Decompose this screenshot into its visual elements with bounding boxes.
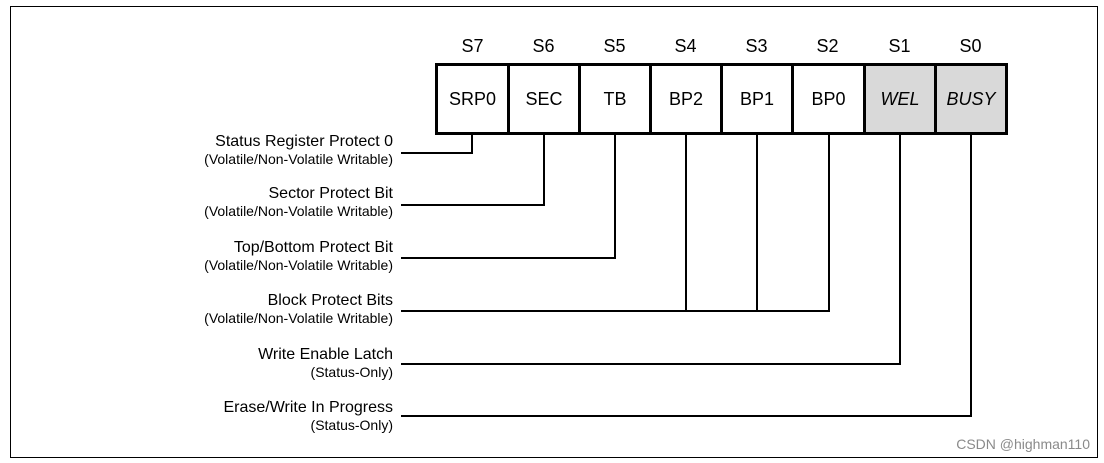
bit-cell-wel: WEL	[865, 64, 935, 134]
connector-tb	[401, 135, 616, 259]
label-erase-write-in-progress: Erase/Write In Progress (Status-Only)	[223, 398, 393, 434]
watermark: CSDN @highman110	[956, 436, 1090, 452]
connector-sec	[401, 135, 545, 206]
label-sub: (Volatile/Non-Volatile Writable)	[204, 203, 393, 219]
label-sub: (Status-Only)	[310, 417, 393, 433]
cell-divider	[507, 63, 510, 135]
label-top-bottom-protect: Top/Bottom Protect Bit (Volatile/Non-Vol…	[204, 238, 393, 274]
label-write-enable-latch: Write Enable Latch (Status-Only)	[258, 345, 393, 381]
label-main: Write Enable Latch	[258, 346, 393, 363]
bit-cell-bp2: BP2	[668, 88, 704, 109]
cell-divider	[934, 63, 937, 135]
label-sector-protect: Sector Protect Bit (Volatile/Non-Volatil…	[204, 184, 393, 220]
cell-divider	[863, 63, 866, 135]
cell-divider	[791, 63, 794, 135]
bit-cell-busy: BUSY	[936, 64, 1006, 134]
label-sub: (Volatile/Non-Volatile Writable)	[204, 151, 393, 167]
label-main: Block Protect Bits	[267, 292, 393, 309]
bit-cell-srp0: SRP0	[448, 88, 497, 109]
bit-cell-tb: TB	[603, 88, 627, 109]
bit-cell-bp0: BP0	[811, 88, 846, 109]
connector-busy	[401, 135, 972, 417]
label-main: Erase/Write In Progress	[223, 399, 393, 416]
bit-header-s6: S6	[532, 36, 555, 56]
cell-divider	[649, 63, 652, 135]
connector-srp0	[401, 135, 473, 154]
label-main: Sector Protect Bit	[268, 185, 394, 202]
label-main: Status Register Protect 0	[215, 133, 393, 150]
label-sub: (Volatile/Non-Volatile Writable)	[204, 257, 393, 273]
connector-wel	[401, 135, 901, 365]
bit-header-s0: S0	[959, 36, 982, 56]
label-main: Top/Bottom Protect Bit	[233, 239, 393, 256]
bit-cell-sec: SEC	[525, 88, 563, 109]
cell-divider	[578, 63, 581, 135]
label-sub: (Volatile/Non-Volatile Writable)	[204, 310, 393, 326]
bit-header-s4: S4	[674, 36, 697, 56]
bit-header-s1: S1	[888, 36, 911, 56]
bit-header-s5: S5	[603, 36, 626, 56]
label-block-protect: Block Protect Bits (Volatile/Non-Volatil…	[204, 291, 393, 327]
diagram-frame	[10, 6, 1098, 458]
bit-header-s2: S2	[816, 36, 839, 56]
bit-header-s3: S3	[745, 36, 768, 56]
label-status-register-protect: Status Register Protect 0 (Volatile/Non-…	[204, 132, 393, 168]
bit-cell-bp1: BP1	[739, 88, 775, 109]
connector-bp	[401, 135, 830, 312]
cell-divider	[720, 63, 723, 135]
label-sub: (Status-Only)	[310, 364, 393, 380]
bit-header-s7: S7	[461, 36, 484, 56]
